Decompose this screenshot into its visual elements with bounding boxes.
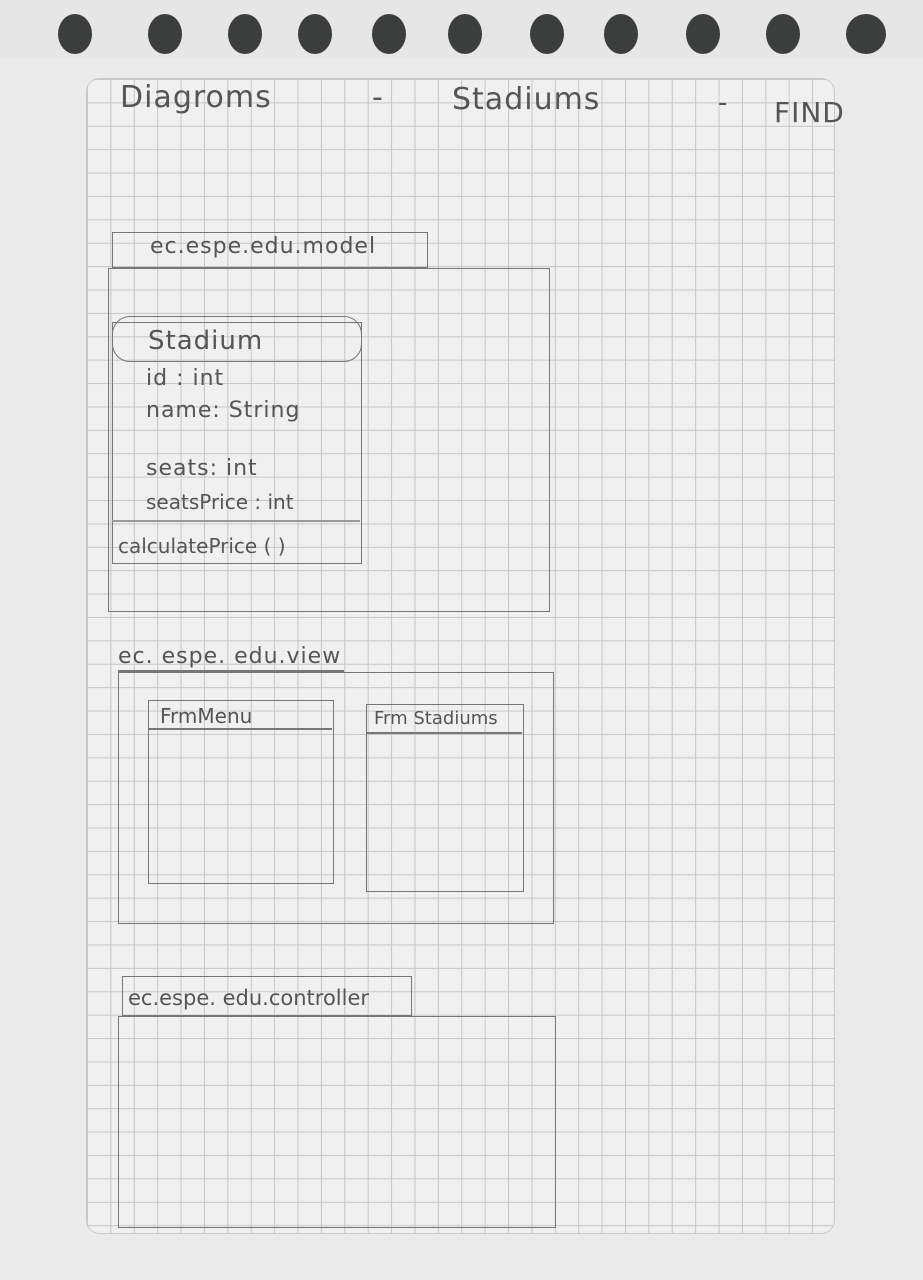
method-calculate-price: calculatePrice ( ): [118, 534, 286, 558]
attribute-seats-price: seatsPrice : int: [146, 490, 294, 514]
class-name: Stadium: [148, 326, 264, 356]
view-package-tab-line: [118, 670, 344, 672]
controller-package-label: ec.espe. edu.controller: [128, 986, 370, 1010]
binder-hole: [58, 14, 92, 54]
stadium-class-box: [112, 322, 362, 564]
title-dash: -: [372, 80, 384, 115]
binder-hole: [846, 14, 886, 54]
method-separator: [112, 520, 360, 522]
controller-package-tab: [122, 976, 412, 1016]
graph-paper-grid: [86, 78, 835, 1234]
attribute-id: id : int: [146, 366, 225, 391]
binder-hole: [228, 14, 262, 54]
frm-stadiums-header-line: [366, 732, 522, 734]
model-package-label: ec.espe.edu.model: [150, 234, 377, 259]
binder-hole: [766, 14, 800, 54]
frm-menu-header-line: [148, 728, 332, 730]
model-package-body: [108, 268, 550, 612]
attribute-name: name: String: [146, 398, 301, 423]
binder-hole: [530, 14, 564, 54]
binder-hole: [604, 14, 638, 54]
model-package-tab: [112, 232, 428, 268]
binder-hole: [686, 14, 720, 54]
view-package-body: [118, 672, 554, 924]
binder-hole: [298, 14, 332, 54]
binder-hole: [448, 14, 482, 54]
frm-stadiums-label: Frm Stadiums: [374, 708, 498, 729]
attribute-seats: seats: int: [146, 456, 258, 481]
view-package-label: ec. espe. edu.view: [118, 644, 342, 669]
frm-stadiums-box: [366, 704, 524, 892]
binder-hole: [372, 14, 406, 54]
frm-menu-label: FrmMenu: [160, 704, 253, 728]
title-diagrams: Diagroms: [120, 80, 272, 115]
stadium-class-header: [112, 316, 362, 362]
title-dash: -: [718, 88, 729, 118]
binder-hole: [148, 14, 182, 54]
title-find: FIND: [774, 96, 845, 129]
frm-menu-box: [148, 700, 334, 884]
controller-package-body: [118, 1016, 556, 1228]
title-stadiums: Stadiums: [452, 82, 601, 117]
